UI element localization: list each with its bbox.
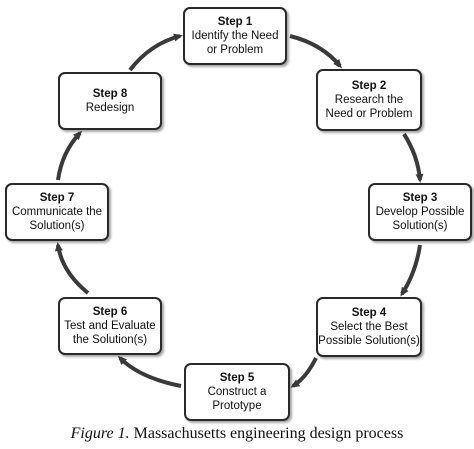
step-7-box: Step 7 Communicate the Solution(s) xyxy=(5,183,109,241)
step-4-title: Step 4 xyxy=(351,307,387,319)
cycle-arrow-8 xyxy=(128,33,183,72)
cycle-arrow-4 xyxy=(290,357,318,388)
step-5-text: Construct a Prototype xyxy=(207,386,267,412)
figure-caption-text: Massachusetts engineering design process xyxy=(129,425,404,442)
step-4-text: Select the Best Possible Solution(s) xyxy=(318,321,420,347)
step-6-title: Step 6 xyxy=(92,306,128,318)
figure-caption: Figure 1. Massachusetts engineering desi… xyxy=(0,425,474,443)
step-5-title: Step 5 xyxy=(219,372,255,384)
step-3-title: Step 3 xyxy=(402,192,438,204)
cycle-arrow-7 xyxy=(56,130,83,181)
cycle-arrow-6 xyxy=(54,242,90,295)
step-8-text: Redesign xyxy=(85,102,135,114)
cycle-arrow-2 xyxy=(402,132,424,183)
step-5-box: Step 5 Construct a Prototype xyxy=(184,363,290,421)
step-2-title: Step 2 xyxy=(351,80,387,92)
cycle-arrow-3 xyxy=(400,244,422,297)
step-7-title: Step 7 xyxy=(39,192,75,204)
step-1-text: Identify the Need or Problem xyxy=(191,30,279,56)
step-6-box: Step 6 Test and Evaluate the Solution(s) xyxy=(58,297,162,355)
cycle-arrow-1 xyxy=(289,34,342,69)
step-7-text: Communicate the Solution(s) xyxy=(11,206,103,232)
step-2-text: Research the Need or Problem xyxy=(325,94,413,120)
step-1-box: Step 1 Identify the Need or Problem xyxy=(183,7,287,65)
step-3-text: Develop Possible Solution(s) xyxy=(375,206,465,232)
step-8-box: Step 8 Redesign xyxy=(58,72,162,130)
step-6-text: Test and Evaluate the Solution(s) xyxy=(64,320,156,346)
step-1-title: Step 1 xyxy=(217,16,253,28)
cycle-arrows xyxy=(54,33,424,388)
step-3-box: Step 3 Develop Possible Solution(s) xyxy=(368,183,472,241)
cycle-arrow-5 xyxy=(117,355,182,388)
step-2-box: Step 2 Research the Need or Problem xyxy=(316,69,422,131)
step-8-title: Step 8 xyxy=(92,88,128,100)
step-4-box: Step 4 Select the Best Possible Solution… xyxy=(316,297,422,357)
figure-caption-label: Figure 1. xyxy=(70,425,130,442)
